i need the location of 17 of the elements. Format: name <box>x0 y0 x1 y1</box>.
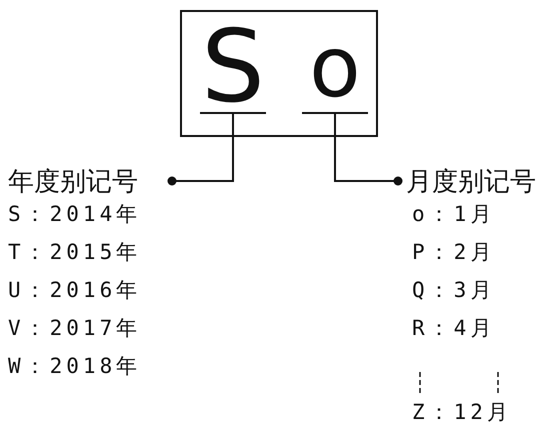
code-meaning-text: Z：12月 <box>412 399 512 426</box>
code-meaning-text: U：2016年 <box>8 277 142 304</box>
code-meaning-text: P：2月 <box>412 239 496 266</box>
code-letter: o <box>302 20 368 114</box>
frame-box <box>180 10 378 137</box>
code-meaning-text: R：4月 <box>412 315 496 342</box>
code-meaning-text: W：2018年 <box>8 353 142 380</box>
leader-label: 年度别记号 <box>8 166 163 198</box>
code-meaning-text: S：2014年 <box>8 201 142 228</box>
leader-label: 月度别记号 <box>406 166 556 198</box>
code-meaning-text: o：1月 <box>412 201 496 228</box>
leader-line <box>168 114 234 186</box>
leader-line <box>334 114 402 186</box>
code-meaning-text: T：2015年 <box>8 239 142 266</box>
code-meaning-text: V：2017年 <box>8 315 142 342</box>
code-letter: S <box>200 20 266 114</box>
code-meaning-text: Q：3月 <box>412 277 496 304</box>
